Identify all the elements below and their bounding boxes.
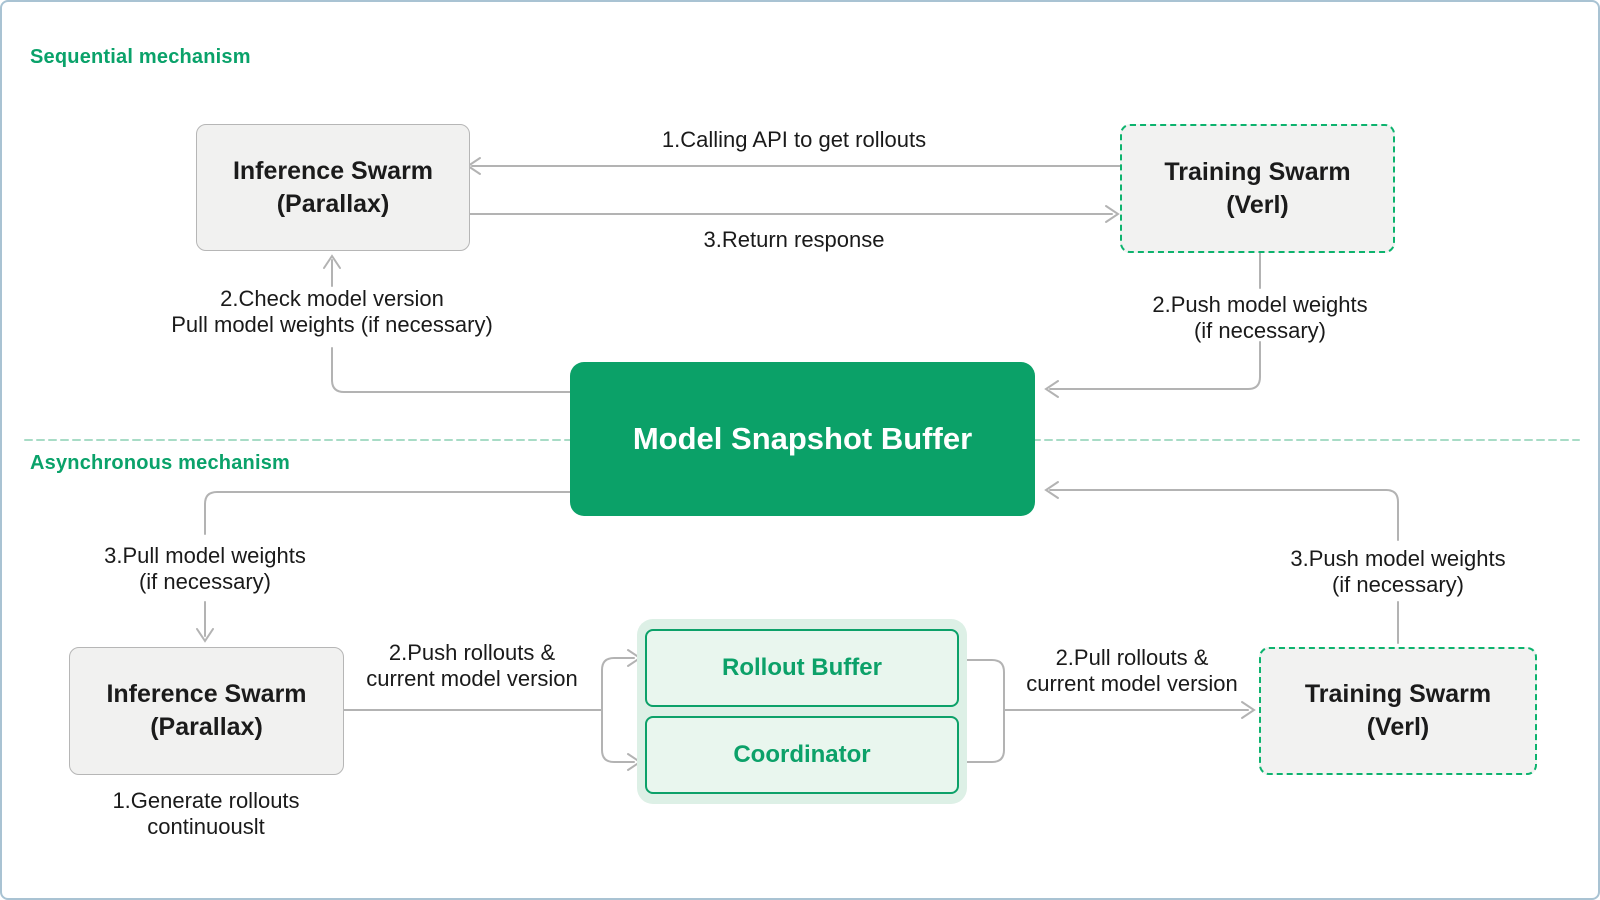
label-pull-rollouts: 2.Pull rollouts & current model version	[982, 645, 1282, 697]
node-inference-swarm-sequential: Inference Swarm (Parallax)	[196, 124, 470, 251]
label-generate-rollouts: 1.Generate rollouts continuouslt	[56, 788, 356, 840]
green-box-label: Coordinator	[733, 741, 871, 768]
label-line: (if necessary)	[1331, 572, 1465, 597]
arrowhead-push-weights-seq	[1044, 380, 1059, 398]
label-line: 2.Push rollouts &	[388, 640, 556, 665]
label-line: continuouslt	[147, 814, 265, 839]
label-pull-weights-async: 3.Pull model weights (if necessary)	[55, 543, 355, 595]
arrowhead-check-version	[323, 254, 341, 269]
label-line: (if necessary)	[1193, 318, 1327, 343]
edge-push-rollouts-branch-down	[601, 709, 635, 763]
label-line: 2.Check model version	[220, 286, 444, 311]
edge-pull-rollouts-merge-top	[958, 659, 1005, 711]
green-box-label: Rollout Buffer	[722, 654, 882, 681]
label-push-rollouts: 2.Push rollouts & current model version	[322, 640, 622, 692]
node-title-line: (Verl)	[1226, 190, 1289, 219]
node-title-line: (Parallax)	[150, 713, 263, 741]
edge-check-version-lower	[331, 347, 571, 393]
node-title-line: (Verl)	[1366, 713, 1430, 741]
buffer-label: Model Snapshot Buffer	[632, 421, 973, 456]
arrowhead-pull-weights-async	[196, 628, 214, 643]
section-title-sequential: Sequential mechanism	[30, 46, 251, 68]
node-title-line: Inference Swarm	[106, 680, 307, 708]
node-model-snapshot-buffer: Model Snapshot Buffer	[570, 362, 1035, 516]
label-line: current model version	[366, 666, 578, 691]
edge-pull-rollouts-merge-bottom	[958, 709, 1005, 763]
label-line: 1.Generate rollouts	[112, 788, 300, 813]
label-line: 2.Push model weights	[1152, 292, 1368, 317]
section-title-asynchronous: Asynchronous mechanism	[30, 452, 291, 474]
label-push-weights-async: 3.Push model weights (if necessary)	[1248, 546, 1548, 598]
label-line: 2.Pull rollouts &	[1055, 645, 1209, 670]
node-title-line: Inference Swarm	[232, 156, 434, 185]
label-check-model-version: 2.Check model version Pull model weights…	[157, 286, 507, 338]
node-title-line: Training Swarm	[1164, 157, 1351, 186]
label-line: current model version	[1026, 671, 1238, 696]
label-line: 3.Pull model weights	[104, 543, 306, 568]
node-inference-swarm-async: Inference Swarm (Parallax)	[69, 647, 344, 775]
arrowhead-training-async	[1241, 701, 1256, 719]
edge-push-weights-async-upper	[1049, 489, 1399, 541]
arrowhead-push-weights-async	[1044, 481, 1059, 499]
node-rollout-buffer: Rollout Buffer	[645, 629, 959, 707]
node-training-swarm-async: Training Swarm (Verl)	[1259, 647, 1537, 775]
edge-push-weights-seq-lower	[1049, 341, 1261, 390]
node-training-swarm-sequential: Training Swarm (Verl)	[1120, 124, 1395, 253]
label-push-weights-sequential: 2.Push model weights (if necessary)	[1110, 292, 1410, 344]
edge-pull-weights-async-upper	[204, 491, 571, 535]
arrowhead-return-response	[1105, 205, 1120, 223]
label-calling-api: 1.Calling API to get rollouts	[661, 127, 927, 152]
edge-push-rollouts-branch-up	[601, 657, 635, 711]
label-line: Pull model weights (if necessary)	[171, 312, 493, 337]
label-line: 3.Push model weights	[1290, 546, 1506, 571]
label-line: (if necessary)	[138, 569, 272, 594]
node-title-line: Training Swarm	[1304, 680, 1492, 708]
label-return-response: 3.Return response	[703, 227, 885, 252]
node-title-line: (Parallax)	[276, 189, 390, 218]
node-coordinator: Coordinator	[645, 716, 959, 794]
